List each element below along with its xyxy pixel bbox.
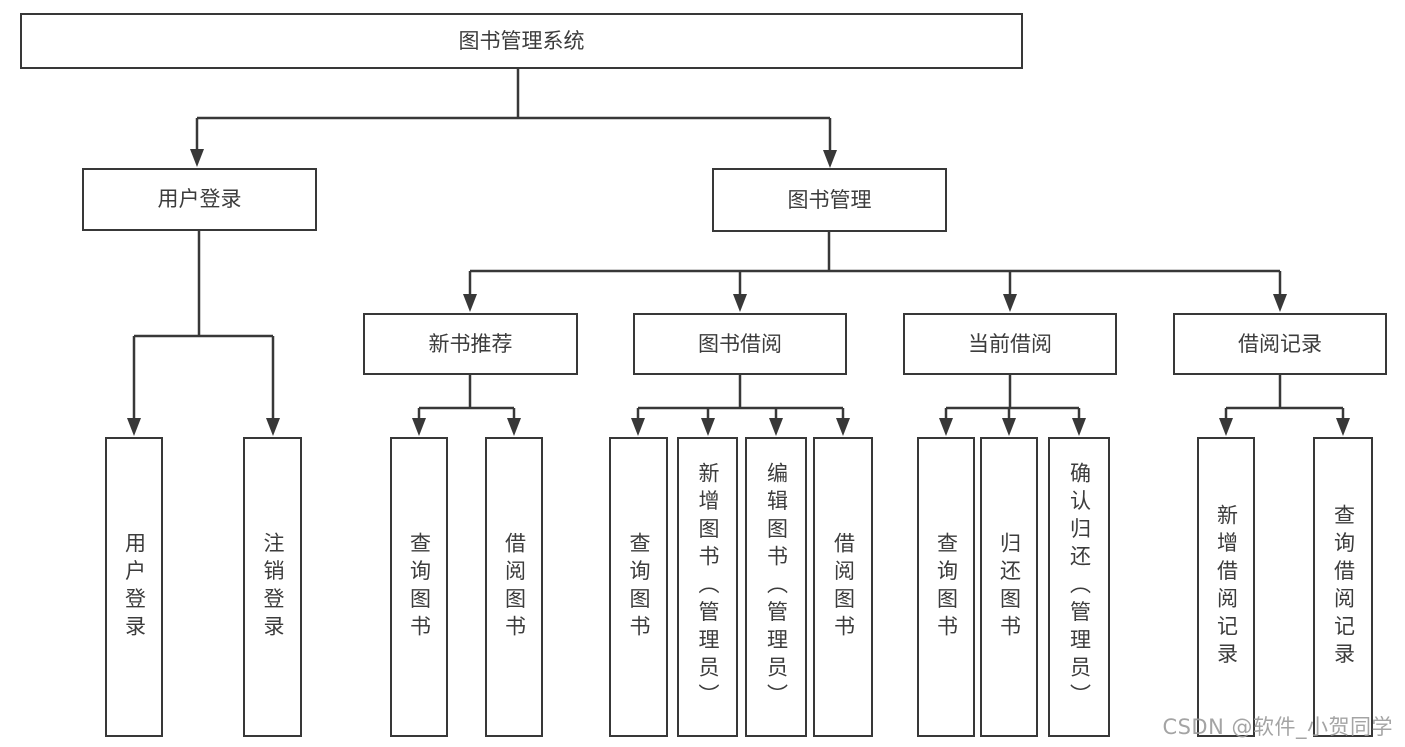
node-borrow-records: 借阅记录 <box>1173 313 1387 375</box>
leaf-query-books-recommend: 查询图书 <box>390 437 448 737</box>
node-book-borrow: 图书借阅 <box>633 313 847 375</box>
node-user-login: 用户登录 <box>82 168 317 231</box>
leaf-borrow-books-recommend: 借阅图书 <box>485 437 543 737</box>
leaf-query-books-borrow: 查询图书 <box>609 437 668 737</box>
leaf-confirm-return-admin: 确认归还（管理员） <box>1048 437 1110 737</box>
watermark: CSDN @软件_小贺同学 <box>1162 715 1393 739</box>
node-book-management: 图书管理 <box>712 168 947 232</box>
node-new-book-recommend: 新书推荐 <box>363 313 578 375</box>
leaf-edit-book-admin: 编辑图书（管理员） <box>745 437 807 737</box>
node-root: 图书管理系统 <box>20 13 1023 69</box>
leaf-add-book-admin: 新增图书（管理员） <box>677 437 738 737</box>
node-current-borrow: 当前借阅 <box>903 313 1117 375</box>
leaf-logout: 注销登录 <box>243 437 302 737</box>
leaf-query-borrow-record: 查询借阅记录 <box>1313 437 1373 737</box>
leaf-add-borrow-record: 新增借阅记录 <box>1197 437 1255 737</box>
leaf-return-book: 归还图书 <box>980 437 1038 737</box>
leaf-query-books-current: 查询图书 <box>917 437 975 737</box>
leaf-user-login: 用户登录 <box>105 437 163 737</box>
leaf-borrow-books: 借阅图书 <box>813 437 873 737</box>
